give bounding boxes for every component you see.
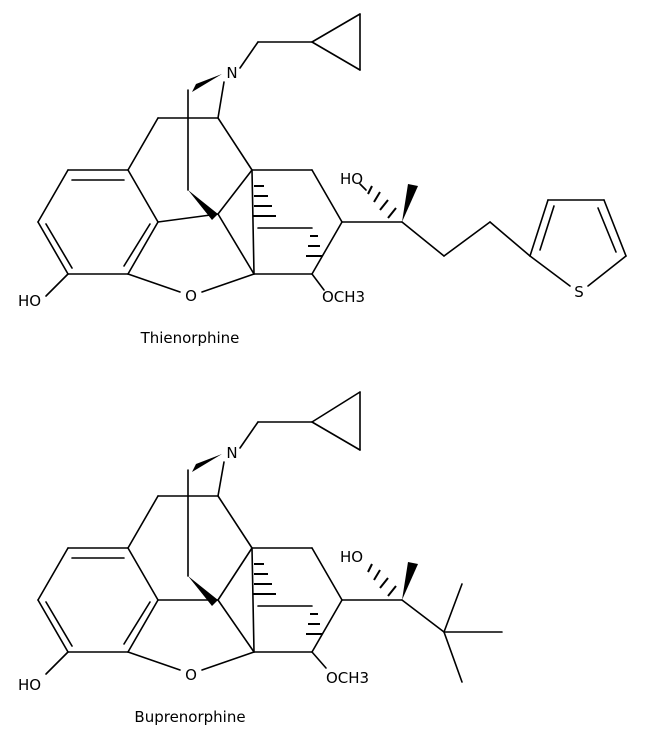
buprenorphine-o-label: O <box>185 666 197 684</box>
buprenorphine-och3-label: OCH3 <box>326 669 369 687</box>
thienorphine-bonds <box>37 13 627 297</box>
buprenorphine-bonds <box>37 391 503 683</box>
buprenorphine-phenol-ho-label: HO <box>18 676 41 694</box>
thienorphine-n-label: N <box>226 64 237 82</box>
thienorphine-o-label: O <box>185 287 197 305</box>
buprenorphine-caption: Buprenorphine <box>134 708 245 726</box>
buprenorphine-ho-label: HO <box>340 548 363 566</box>
thienorphine-structure: N HO HO O OCH3 S Thienorphine <box>18 13 627 347</box>
thienorphine-stereo-bonds <box>188 74 418 257</box>
buprenorphine-n-label: N <box>226 444 237 462</box>
thienorphine-s-label: S <box>574 283 584 301</box>
thienorphine-caption: Thienorphine <box>140 329 240 347</box>
buprenorphine-structure: N HO HO O OCH3 Buprenorphine <box>18 391 503 726</box>
buprenorphine-stereo-bonds <box>188 454 418 635</box>
thienorphine-ho-label: HO <box>340 170 363 188</box>
thienorphine-phenol-ho-label: HO <box>18 292 41 310</box>
thienorphine-och3-label: OCH3 <box>322 288 365 306</box>
